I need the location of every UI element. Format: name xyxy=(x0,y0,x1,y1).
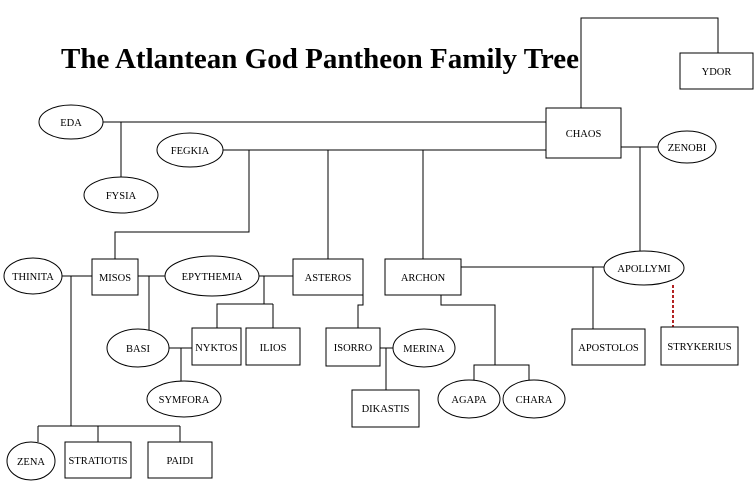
fysia-label: FYSIA xyxy=(106,191,137,202)
merina-ellipse xyxy=(392,328,456,368)
node-zenobi[interactable]: ZENOBI xyxy=(657,130,717,164)
epythemia-ellipse xyxy=(164,255,260,297)
isorro-label: ISORRO xyxy=(334,343,373,354)
agapa-label: AGAPA xyxy=(451,395,487,406)
apostolos-label: APOSTOLOS xyxy=(578,343,639,354)
chaos-box xyxy=(545,107,622,159)
nyktos-link xyxy=(216,276,265,328)
eda-label: EDA xyxy=(60,118,82,129)
node-misos[interactable]: MISOS xyxy=(91,258,139,296)
fysia-ellipse xyxy=(83,176,159,214)
zena-label: ZENA xyxy=(17,457,45,468)
node-fegkia[interactable]: FEGKIA xyxy=(156,132,224,168)
stratiotis-label: STRATIOTIS xyxy=(69,456,128,467)
apostolos-box xyxy=(571,328,646,366)
node-eda[interactable]: EDA xyxy=(38,104,104,140)
node-strykerius[interactable]: STRYKERIUS xyxy=(660,326,739,366)
isorro-box xyxy=(325,327,381,367)
chara-label: CHARA xyxy=(516,395,553,406)
dikastis-label: DIKASTIS xyxy=(362,404,410,415)
node-nyktos[interactable]: NYKTOS xyxy=(191,327,242,366)
misos-label: MISOS xyxy=(99,273,131,284)
asteros-box xyxy=(292,258,364,296)
chaos-label: CHAOS xyxy=(566,129,602,140)
apollymi-label: APOLLYMI xyxy=(617,264,671,275)
apollymi-ellipse xyxy=(603,250,685,286)
archon-box xyxy=(384,258,462,296)
nyktos-box xyxy=(191,327,242,366)
node-apollymi[interactable]: APOLLYMI xyxy=(603,250,685,286)
node-dikastis[interactable]: DIKASTIS xyxy=(351,389,420,428)
node-chaos[interactable]: CHAOS xyxy=(545,107,622,159)
node-stratiotis[interactable]: STRATIOTIS xyxy=(64,441,132,479)
merina-label: MERINA xyxy=(403,344,445,355)
node-merina[interactable]: MERINA xyxy=(392,328,456,368)
symfora-ellipse xyxy=(146,380,222,418)
basi-label: BASI xyxy=(126,344,150,355)
dikastis-box xyxy=(351,389,420,428)
node-paidi[interactable]: PAIDI xyxy=(147,441,213,479)
eda-ellipse xyxy=(38,104,104,140)
fegkia-label: FEGKIA xyxy=(171,146,210,157)
symfora-label: SYMFORA xyxy=(159,395,210,406)
node-ilios[interactable]: ILIOS xyxy=(245,327,301,366)
node-epythemia[interactable]: EPYTHEMIA xyxy=(164,255,260,297)
chara-ellipse xyxy=(502,379,566,419)
strykerius-box xyxy=(660,326,739,366)
fegkia-ellipse xyxy=(156,132,224,168)
basi-ellipse xyxy=(106,328,170,368)
node-ydor[interactable]: YDOR xyxy=(679,52,754,90)
strykerius-label: STRYKERIUS xyxy=(667,342,731,353)
misos-box xyxy=(91,258,139,296)
connector-lines xyxy=(37,17,719,442)
paidi-label: PAIDI xyxy=(166,456,194,467)
nyktos-label: NYKTOS xyxy=(195,343,238,354)
zenobi-ellipse xyxy=(657,130,717,164)
node-agapa[interactable]: AGAPA xyxy=(437,379,501,419)
agapa-ellipse xyxy=(437,379,501,419)
stratiotis-box xyxy=(64,441,132,479)
zenobi-label: ZENOBI xyxy=(668,143,707,154)
ilios-label: ILIOS xyxy=(260,343,287,354)
epythemia-label: EPYTHEMIA xyxy=(182,272,243,283)
ilios-box xyxy=(245,327,301,366)
ydor-label: YDOR xyxy=(702,67,732,78)
chara-link xyxy=(495,364,530,381)
diagram-title: The Atlantean God Pantheon Family Tree xyxy=(61,43,579,75)
node-asteros[interactable]: ASTEROS xyxy=(292,258,364,296)
node-apostolos[interactable]: APOSTOLOS xyxy=(571,328,646,366)
ydor-box xyxy=(679,52,754,90)
node-zena[interactable]: ZENA xyxy=(6,441,56,481)
isorro-link xyxy=(357,295,364,328)
node-basi[interactable]: BASI xyxy=(106,328,170,368)
node-symfora[interactable]: SYMFORA xyxy=(146,380,222,418)
node-archon[interactable]: ARCHON xyxy=(384,258,462,296)
agapa-link xyxy=(440,295,496,381)
asteros-label: ASTEROS xyxy=(305,273,352,284)
paidi-box xyxy=(147,441,213,479)
thinita-ellipse xyxy=(3,257,63,295)
node-chara[interactable]: CHARA xyxy=(502,379,566,419)
zena-ellipse xyxy=(6,441,56,481)
thinita-label: THINITA xyxy=(12,272,54,283)
misos-link xyxy=(114,150,250,259)
node-fysia[interactable]: FYSIA xyxy=(83,176,159,214)
node-isorro[interactable]: ISORRO xyxy=(325,327,381,367)
chaos-ydor-link xyxy=(580,17,719,108)
archon-label: ARCHON xyxy=(401,273,446,284)
node-thinita[interactable]: THINITA xyxy=(3,257,63,295)
